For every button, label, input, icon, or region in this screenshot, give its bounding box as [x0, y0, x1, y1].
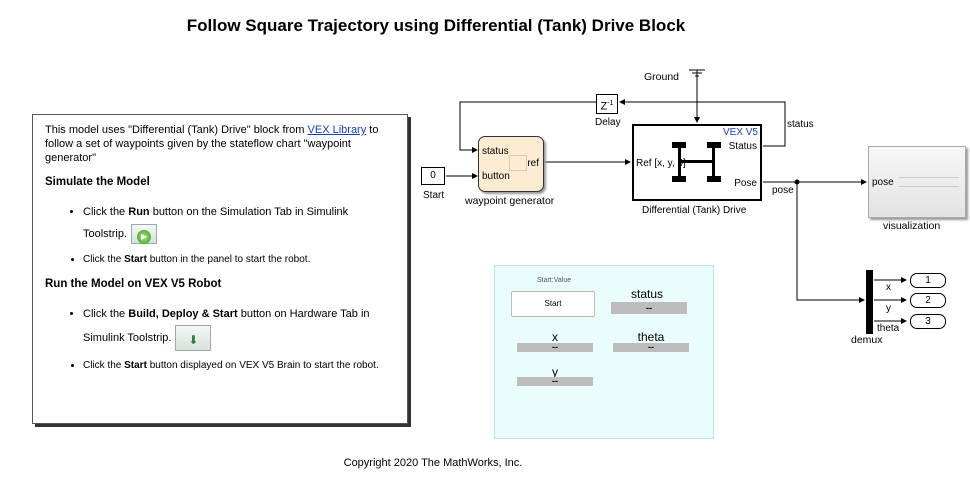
model-title: Follow Square Trajectory using Different… [186, 16, 686, 35]
intro-text: This model uses "Differential (Tank) Dri… [45, 123, 395, 165]
start-button-caption: Start:Value [537, 277, 572, 284]
delay-exponent: -1 [607, 100, 614, 107]
sim-step2-post: button in the panel to start the robot. [146, 254, 311, 265]
hw-step1-bold: Build, Deploy & Start [128, 308, 238, 320]
sim-step2-bold: Start [124, 254, 147, 265]
differential-drive-block[interactable]: VEX V5 Ref [x, y, θ] Status Pose [632, 124, 762, 201]
sim-step1-post: button on the Simulation Tab in Simulink… [83, 206, 349, 240]
build-deploy-start-icon: ⬇ [175, 325, 212, 351]
theta-display-label: theta [637, 330, 665, 344]
delay-block[interactable]: Z-1 [596, 94, 618, 114]
delay-label: Delay [595, 117, 621, 128]
hw-step1-pre: Click the [83, 308, 129, 320]
hw-step-build: Click the Build, Deploy & Start button o… [83, 303, 395, 351]
drive-ref-port: Ref [x, y, θ] [636, 158, 686, 169]
copyright-text: Copyright 2020 The MathWorks, Inc. [343, 457, 523, 469]
intro-text-end: to follow a set of waypoints given by th… [45, 124, 379, 164]
vex-v5-brand: VEX V5 [722, 127, 758, 138]
status-display-label: status [630, 287, 663, 301]
sim-step-run: Click the Run button on the Simulation T… [83, 201, 395, 245]
hw-step1-post: button on Hardware Tab in Simulink Tools… [83, 308, 370, 344]
delay-to-status-line [459, 101, 596, 153]
outport-2[interactable]: 2 [910, 293, 946, 308]
hw-step2-pre: Click the [83, 360, 125, 371]
sim-step2-pre: Click the [83, 254, 125, 265]
x-display-label: x [552, 330, 558, 344]
annotation-panel: This model uses "Differential (Tank) Dri… [32, 114, 408, 424]
demux-label: demux [851, 334, 883, 346]
waypoint-generator-label: waypoint generator [465, 195, 555, 207]
start-constant-block[interactable]: 0 [421, 167, 445, 185]
sim-step1-pre: Click the [83, 206, 129, 218]
differential-drive-label: Differential (Tank) Drive [642, 205, 747, 216]
intro-text-start: This model uses "Differential (Tank) Dri… [45, 124, 308, 136]
tank-drive-icon [672, 142, 721, 182]
drive-status-port: Status [728, 141, 757, 152]
waypoint-generator-block[interactable]: status button ref [478, 136, 544, 192]
hardware-steps: Click the Build, Deploy & Start button o… [45, 303, 395, 373]
demux-x-label: x [886, 282, 891, 293]
pose-signal-label: pose [772, 185, 794, 196]
viz-preview-icon [899, 177, 959, 187]
dashboard-panel: Start:Value Start status -- x -- theta -… [494, 265, 714, 439]
waypoint-button-port: button [482, 171, 510, 182]
status-signal-label: status [787, 119, 814, 130]
demux-y-label: y [886, 303, 891, 314]
sim-step1-bold: Run [128, 206, 150, 218]
ground-symbol [689, 69, 705, 80]
status-feedback-line [619, 99, 786, 147]
demux-block[interactable] [866, 270, 873, 334]
sim-step-start: Click the Start button in the panel to s… [83, 253, 395, 267]
ground-label: Ground [644, 71, 680, 83]
vex-library-link[interactable]: VEX Library [307, 124, 367, 136]
visualization-label: visualization [883, 220, 941, 232]
demux-theta-label: theta [877, 323, 900, 334]
theta-display: -- [613, 343, 689, 352]
x-display: -- [517, 343, 593, 352]
waypoint-status-port: status [482, 146, 509, 157]
outport-3[interactable]: 3 [910, 314, 946, 329]
waypoint-ref-port: ref [527, 158, 539, 169]
simulate-heading: Simulate the Model [45, 176, 150, 188]
y-display: -- [517, 377, 593, 386]
status-display: -- [611, 302, 687, 314]
hw-step2-bold: Start [124, 360, 147, 371]
pose-to-demux-line [796, 182, 865, 303]
y-display-label: y [552, 365, 558, 379]
outport-1[interactable]: 1 [910, 273, 946, 288]
hw-step-start: Click the Start button displayed on VEX … [83, 359, 395, 373]
hardware-heading: Run the Model on VEX V5 Robot [45, 278, 222, 290]
viz-pose-port: pose [872, 177, 894, 188]
start-block-label: Start [423, 190, 445, 201]
dashboard-start-button[interactable]: Start [511, 291, 595, 317]
chart-glyph-icon [509, 155, 527, 171]
simulate-steps: Click the Run button on the Simulation T… [45, 201, 395, 267]
pose-branch-point [794, 179, 800, 185]
hw-step2-post: button displayed on VEX V5 Brain to star… [146, 360, 379, 371]
visualization-block[interactable]: pose [868, 146, 966, 218]
run-button-icon: ▶ [131, 224, 158, 245]
drive-pose-port: Pose [734, 178, 757, 189]
delay-z: Z [600, 100, 608, 113]
